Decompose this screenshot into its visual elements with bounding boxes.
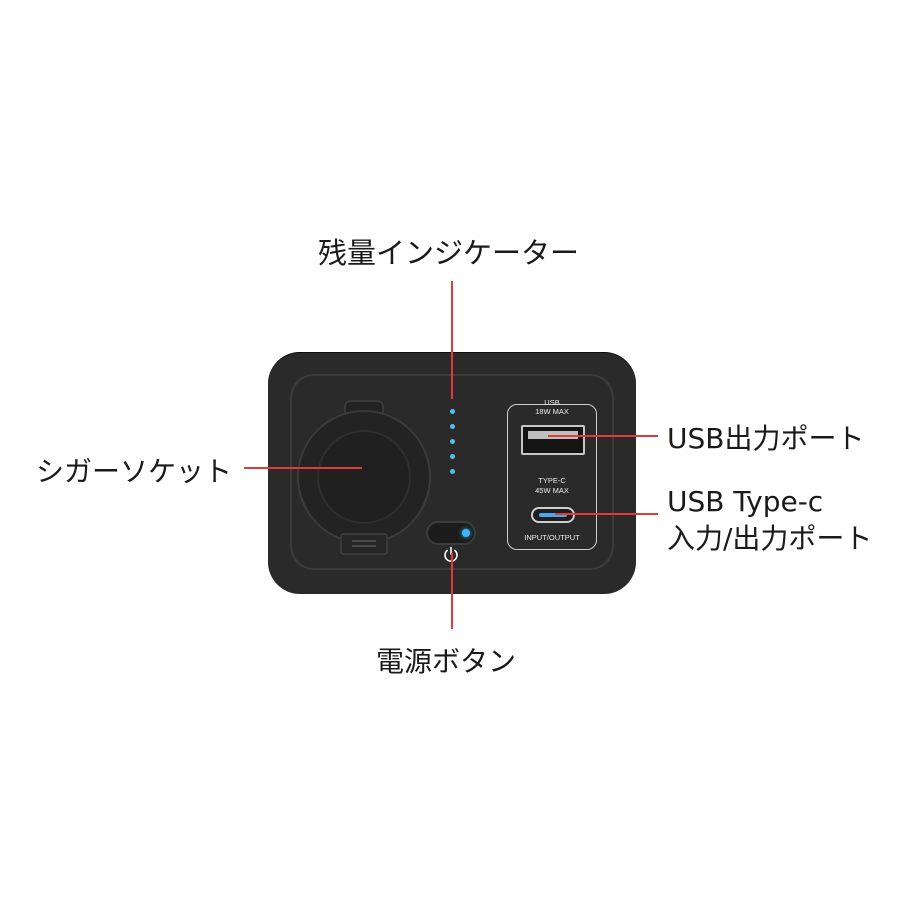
battery-led <box>450 424 455 429</box>
usb-output-label: USB出力ポート <box>667 422 865 455</box>
typec-port-title: TYPE-C <box>538 476 566 485</box>
typec-port-rating: 45W MAX <box>535 486 569 495</box>
indicator-callout-line <box>451 281 453 399</box>
power-button-label: 電源ボタン <box>376 645 517 678</box>
battery-led <box>450 439 455 444</box>
power-status-led <box>462 529 470 537</box>
usb-callout-line <box>548 435 658 437</box>
power-callout-line <box>451 553 453 629</box>
typec-port-mode: INPUT/OUTPUT <box>524 533 580 542</box>
pull-tab-grip <box>352 540 376 542</box>
typec-port-label-line2: 入力/出力ポート <box>667 522 873 555</box>
cigarette-socket-cover <box>317 430 411 524</box>
typec-callout-line <box>555 513 658 515</box>
socket-cover-pull-tab[interactable] <box>340 533 388 555</box>
usb-c-port-core <box>539 513 567 517</box>
cigar-socket-label: シガーソケット <box>36 455 233 488</box>
battery-led <box>450 409 455 414</box>
typec-port-label: USB Type-c 入力/出力ポート <box>667 483 872 557</box>
usb-a-port-icon[interactable] <box>521 425 585 455</box>
cigar-callout-line <box>244 467 362 469</box>
typec-port-label-line1: USB Type-c <box>667 485 824 518</box>
usb-port-title: USB <box>544 398 560 407</box>
pull-tab-grip <box>352 545 376 547</box>
usb-port-rating: 18W MAX <box>535 407 569 416</box>
battery-led <box>450 469 455 474</box>
battery-indicator-label: 残量インジケーター <box>318 236 580 270</box>
battery-led <box>450 454 455 459</box>
